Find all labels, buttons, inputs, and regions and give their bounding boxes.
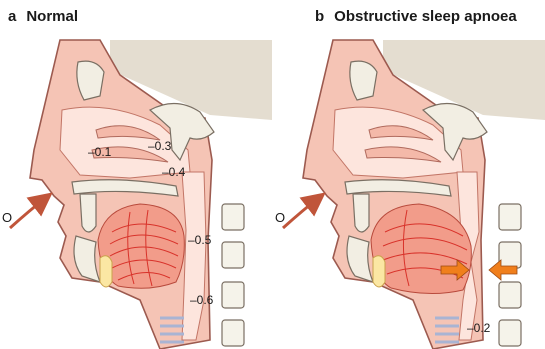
nasal-bone	[77, 61, 104, 100]
head-cross-section-osa: O –0.2	[273, 0, 545, 349]
pressure-label: –0.5	[188, 233, 212, 247]
pressure-label: –0.6	[190, 293, 214, 307]
panel-letter: b	[315, 8, 324, 25]
pressure-label: –0.1	[88, 145, 112, 159]
panel-title: Obstructive sleep apnoea	[334, 8, 517, 25]
upper-teeth	[80, 194, 96, 232]
panel-heading: a Normal	[8, 8, 78, 25]
cervical-vertebrae	[499, 204, 521, 346]
panel-letter: a	[8, 8, 16, 25]
pressure-label: –0.4	[162, 165, 186, 179]
lower-incisor	[373, 256, 385, 287]
lower-incisor	[100, 256, 112, 287]
upper-teeth	[353, 194, 369, 232]
airflow-arrow-icon	[10, 196, 48, 228]
panel-normal: O –0.1 –0.3 –0.4 –0.5 –0.6 a Normal	[0, 0, 272, 349]
panel-heading: b Obstructive sleep apnoea	[315, 8, 517, 25]
airflow-arrow-icon	[283, 196, 321, 228]
inflow-symbol: O	[275, 210, 285, 225]
cervical-vertebrae	[222, 204, 244, 346]
head-cross-section-normal: O –0.1 –0.3 –0.4 –0.5 –0.6	[0, 0, 272, 349]
panel-title: Normal	[26, 8, 78, 25]
pressure-label: –0.3	[148, 139, 172, 153]
pressure-label: –0.2	[467, 321, 491, 335]
nasal-bone	[350, 61, 377, 100]
panel-obstructive-sleep-apnoea: O –0.2 b Obstructive sleep apnoea	[273, 0, 545, 349]
inflow-symbol: O	[2, 210, 12, 225]
